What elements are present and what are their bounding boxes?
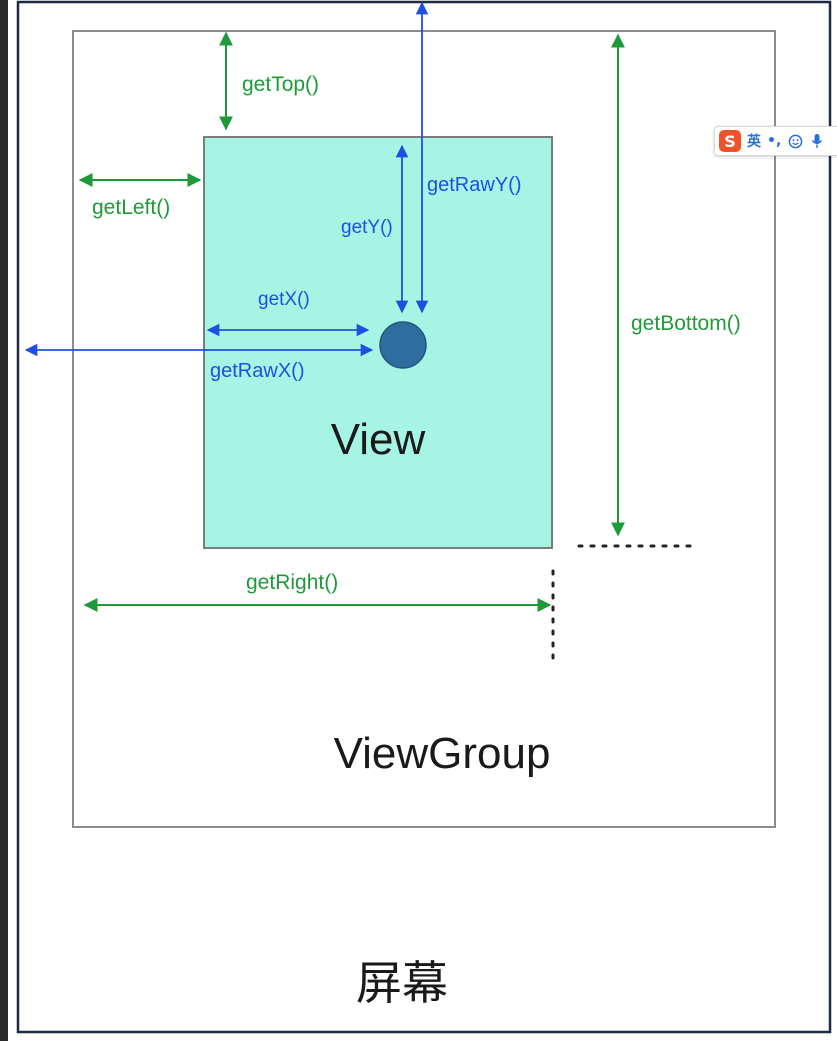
smiley-icon[interactable] [787,133,803,149]
get-raw-x-label: getRawX() [210,360,304,382]
screen-label: 屏幕 [356,956,448,1010]
get-y-label: getY() [341,217,393,238]
touch-point [379,321,427,369]
viewgroup-label: ViewGroup [334,729,551,778]
microphone-icon[interactable] [809,133,825,149]
ime-toolbar[interactable]: S 英 •, [714,126,837,156]
window-edge [0,0,8,1041]
sogou-logo-icon[interactable]: S [719,130,741,152]
get-bottom-label: getBottom() [631,312,741,335]
ime-language-toggle[interactable]: 英 [747,134,761,150]
get-right-label: getRight() [246,571,338,594]
get-raw-y-label: getRawY() [427,174,521,196]
get-left-label: getLeft() [92,196,170,219]
view-label: View [331,415,426,464]
ime-punctuation-toggle[interactable]: •, [767,133,782,149]
get-x-label: getX() [258,289,310,310]
get-top-label: getTop() [242,73,319,96]
view-box [203,136,553,549]
